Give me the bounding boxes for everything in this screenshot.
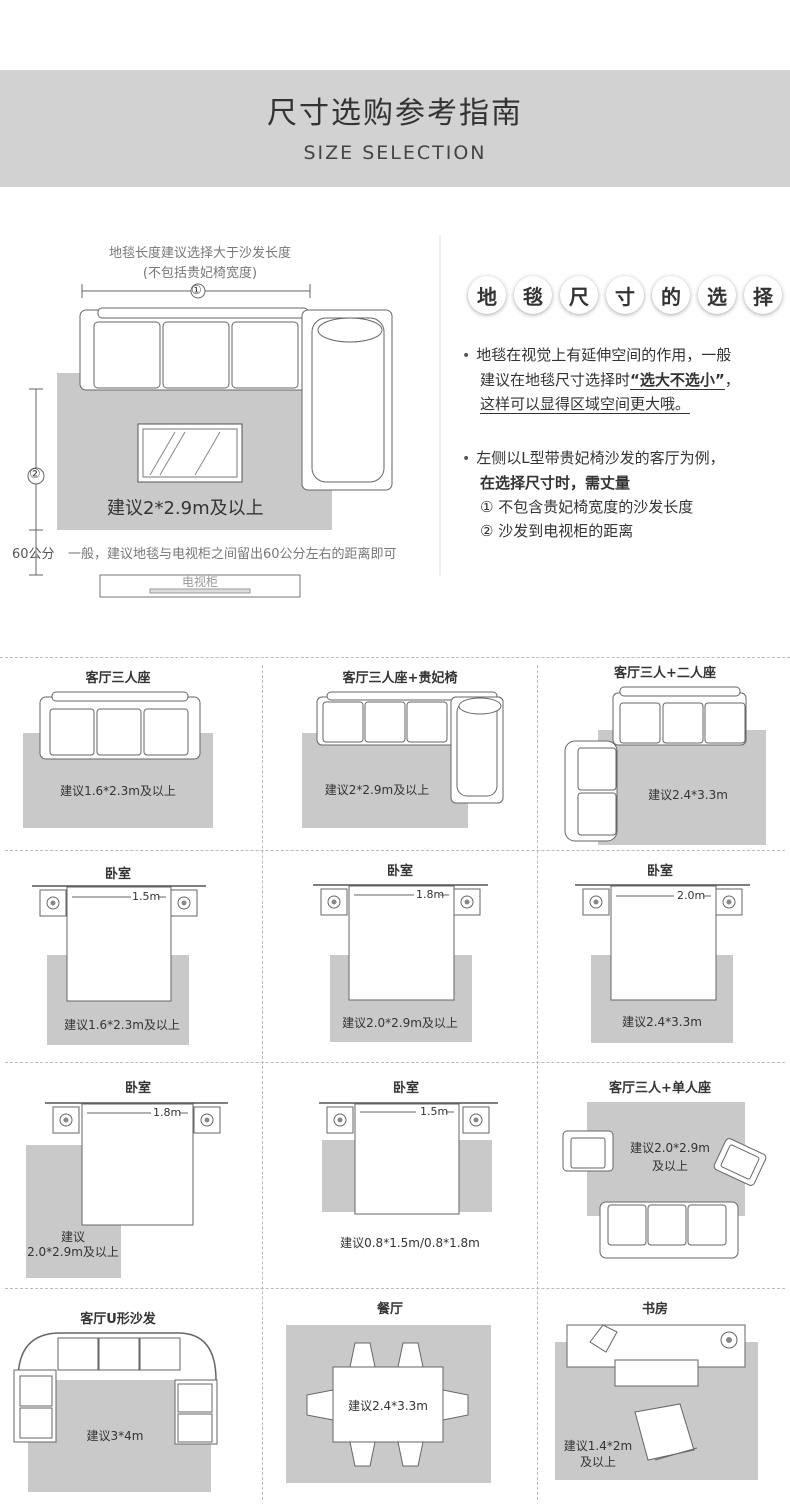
heading-char: 地	[468, 276, 506, 314]
cell-title: 书房	[641, 1302, 668, 1317]
tip-paragraph-1: •地毯在视觉上有延伸空间的作用，一般 建议在地毯尺寸选择时“选大不选小”， 这样…	[462, 346, 740, 414]
divider	[537, 665, 538, 1500]
tip-emphasis: “选大不选小”	[630, 371, 725, 390]
divider	[5, 850, 785, 851]
cell-title: 客厅三人+单人座	[609, 1081, 711, 1096]
tip-1-line-3: 这样可以显得区域空间更大哦。	[480, 395, 691, 414]
tip-1-line-1: 地毯在视觉上有延伸空间的作用，一般	[476, 346, 732, 364]
cell-title: 客厅三人座+贵妃椅	[342, 671, 458, 686]
bed-width: 1.8m	[153, 1106, 182, 1119]
cell-label-line-2: 及以上	[579, 1455, 616, 1469]
cell-label-line-2: 2.0*2.9m及以上	[27, 1245, 119, 1259]
cell-title: 卧室	[104, 867, 131, 882]
bed-width: 1.5m	[420, 1105, 449, 1118]
heading-char: 的	[652, 276, 690, 314]
cell-label-line-1: 建议2.0*2.9m	[630, 1141, 710, 1155]
tip-paragraph-2: •左侧以L型带贵妃椅沙发的客厅为例， 在选择尺寸时，需丈量 ① 不包含贵妃椅宽度…	[462, 446, 725, 543]
cell-title: 卧室	[386, 864, 413, 879]
cell-title: 餐厅	[376, 1302, 403, 1317]
cell-title: 客厅三人座	[85, 671, 151, 686]
marker-1: ①	[191, 283, 202, 297]
distance-note: 一般，建议地毯与电视柜之间留出60公分左右的距离即可	[68, 547, 397, 562]
cell-label-line-2: 及以上	[651, 1159, 688, 1173]
dimension-title: 地毯长度建议选择大于沙发长度	[108, 246, 291, 261]
heading-char: 尺	[560, 276, 598, 314]
cell-label-line-1: 建议	[60, 1230, 85, 1244]
bed-width: 1.5m	[132, 890, 161, 903]
cell-title: 卧室	[392, 1081, 419, 1096]
distance-label: 60公分	[12, 547, 55, 562]
cell-label: 建议2.0*2.9m及以上	[342, 1016, 458, 1030]
cell-title: 客厅U形沙发	[80, 1312, 156, 1327]
heading-char: 毯	[514, 276, 552, 314]
tip-1-line-2: 建议在地毯尺寸选择时	[480, 371, 631, 389]
cell-label: 建议3*4m	[86, 1429, 144, 1443]
cell-title: 客厅三人+二人座	[614, 666, 716, 681]
page-title: 尺寸选购参考指南	[267, 96, 523, 131]
divider	[5, 1288, 785, 1289]
tip-comma: ，	[724, 371, 740, 389]
heading-char: 选	[698, 276, 736, 314]
cell-label: 建议2.4*3.3m	[348, 1399, 428, 1413]
divider	[5, 1062, 785, 1063]
rug-suggestion: 建议2*2.9m及以上	[107, 498, 264, 519]
cell-title: 卧室	[124, 1081, 151, 1096]
rug-size-heading: 地 毯 尺 寸 的 选 择	[468, 276, 782, 314]
cell-label: 建议1.6*2.3m及以上	[64, 1018, 180, 1032]
bed-width: 1.8m	[416, 888, 445, 901]
tip-2-line-1: 左侧以L型带贵妃椅沙发的客厅为例，	[476, 449, 725, 467]
cell-label: 建议1.6*2.3m及以上	[60, 784, 176, 798]
cell-label: 建议2.4*3.3m	[648, 788, 728, 802]
bed-width: 2.0m	[677, 889, 706, 902]
tv-cabinet-label: 电视柜	[182, 575, 219, 589]
tip-2-item-1: ① 不包含贵妃椅宽度的沙发长度	[480, 498, 694, 516]
heading-char: 寸	[606, 276, 644, 314]
tip-2-item-2: ② 沙发到电视柜的距离	[480, 522, 634, 540]
heading-char: 择	[744, 276, 782, 314]
cell-title: 卧室	[646, 864, 673, 879]
tip-2-line-2: 在选择尺寸时，需丈量	[480, 474, 631, 492]
cell-label: 建议2.4*3.3m	[622, 1015, 702, 1029]
dimension-subtitle: (不包括贵妃椅宽度)	[142, 266, 258, 281]
header-banner: 尺寸选购参考指南 SIZE SELECTION	[0, 70, 790, 187]
divider	[0, 657, 790, 658]
cell-label: 建议0.8*1.5m/0.8*1.8m	[340, 1236, 480, 1250]
divider	[262, 665, 263, 1500]
cell-label: 建议2*2.9m及以上	[324, 783, 430, 797]
page-subtitle: SIZE SELECTION	[303, 142, 487, 164]
marker-2: ②	[29, 467, 41, 482]
cell-label-line-1: 建议1.4*2m	[563, 1439, 633, 1453]
